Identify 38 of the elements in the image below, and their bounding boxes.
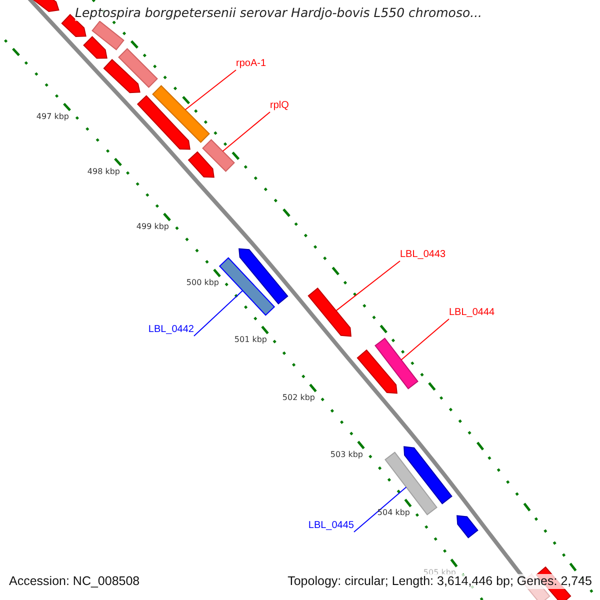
gene-segment xyxy=(218,257,276,316)
gene-label: LBL_0445 xyxy=(308,520,354,532)
scale-label: 502 kbp xyxy=(282,393,315,403)
gene-feature xyxy=(404,446,452,504)
scale-label: 505 kbp xyxy=(423,568,456,577)
gene-label: LBL_0444 xyxy=(449,307,495,319)
gene-feature xyxy=(356,349,398,394)
scale-label: 499 kbp xyxy=(136,222,169,232)
scale-label: 504 kbp xyxy=(377,508,410,518)
gene-feature xyxy=(136,95,190,150)
gene-label: LBL_0442 xyxy=(148,324,194,336)
scale-label: 503 kbp xyxy=(330,450,363,460)
scale-label: 497 kbp xyxy=(36,112,69,122)
footer-text: Accession: NC_008508 xyxy=(9,574,140,589)
leader-line xyxy=(184,70,236,110)
leader-line xyxy=(336,260,400,312)
gene-label: rplQ xyxy=(270,100,289,112)
gene-feature xyxy=(188,151,214,178)
footer-text: Topology: circular; Length: 3,614,446 bp; Genes: 2,745 xyxy=(288,574,592,589)
scale-label: 498 kbp xyxy=(87,167,120,177)
gene-feature xyxy=(83,36,108,59)
gene-label: rpoA-1 xyxy=(236,58,266,70)
gene-segment xyxy=(374,338,418,390)
gene-feature xyxy=(456,515,478,538)
gene-feature xyxy=(238,248,288,305)
gene-label: LBL_0443 xyxy=(400,249,446,261)
gene-segment xyxy=(152,85,210,143)
leader-line xyxy=(354,486,407,532)
scale-label: 501 kbp xyxy=(234,335,267,345)
gene-segment xyxy=(118,48,158,88)
leader-line xyxy=(194,290,244,336)
gene-feature xyxy=(103,58,140,94)
gene-segment xyxy=(202,139,235,172)
leader-line xyxy=(222,112,270,152)
map-title: Leptospira borgpetersenii serovar Hardjo-bovis L550 chromoso... xyxy=(75,5,482,21)
scale-label: 500 kbp xyxy=(186,278,219,288)
gene-segment xyxy=(92,20,124,50)
gene-feature xyxy=(308,287,352,337)
